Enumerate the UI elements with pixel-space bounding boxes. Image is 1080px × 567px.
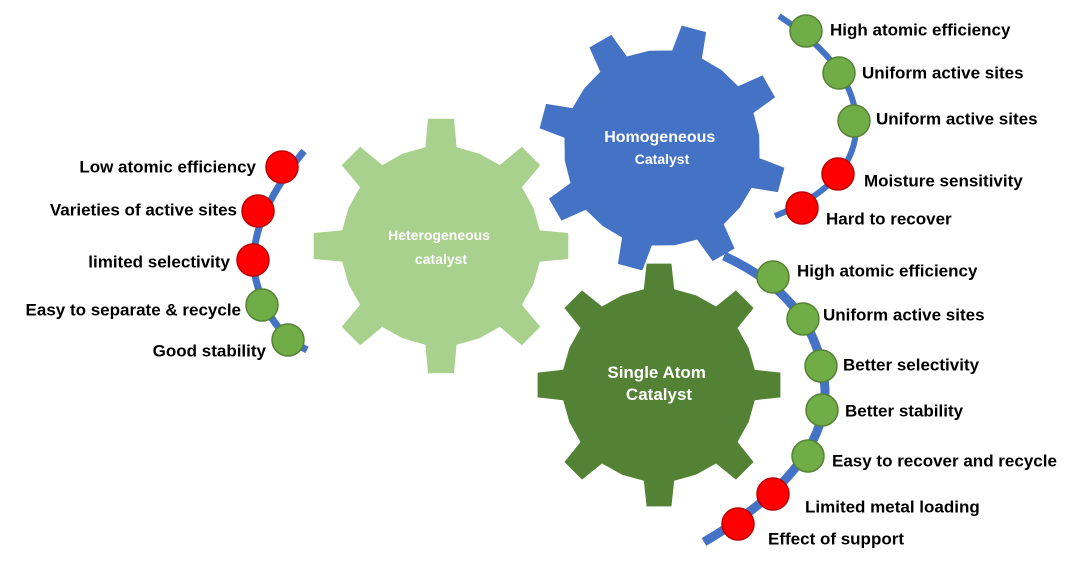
property-label: Uniform active sites [823,305,985,324]
single-atom-gear [537,263,781,507]
single-atom-title-line2: Catalyst [626,385,692,404]
heterogeneous-gear [313,118,569,374]
homogeneous-gear-group: Homogeneous Catalyst [539,25,785,271]
property-bead [756,477,790,511]
single-atom-title-line1: Single Atom [607,363,706,382]
property-label: Good stability [153,341,267,360]
homogeneous-title-line1: Homogeneous [604,129,715,146]
property-label: Easy to recover and recycle [832,451,1057,470]
property-label: Low atomic efficiency [79,157,256,176]
property-label: High atomic efficiency [830,20,1011,39]
property-bead [271,323,305,357]
property-bead [721,507,755,541]
single-atom-properties: High atomic efficiency Uniform active si… [721,260,1057,548]
heterogeneous-title-line2: catalyst [415,251,467,267]
property-bead [786,302,820,336]
property-label: Effect of support [768,529,904,548]
property-bead [805,393,839,427]
property-bead [236,243,270,277]
property-label: High atomic efficiency [797,261,978,280]
property-bead [785,191,819,225]
homogeneous-gear-title: Homogeneous Catalyst [604,129,720,167]
heterogeneous-gear-group: Heterogeneous catalyst [313,118,569,374]
heterogeneous-title-line1: Heterogeneous [388,227,490,243]
property-label: Better selectivity [843,355,980,374]
property-bead [804,349,838,383]
property-bead [265,150,299,184]
property-bead [789,14,823,48]
property-label: Uniform active sites [876,109,1038,128]
property-label: limited selectivity [88,252,230,271]
heterogeneous-properties: Low atomic efficiency Varieties of activ… [26,150,305,360]
property-label: Moisture sensitivity [864,171,1023,190]
property-bead [837,104,871,138]
property-bead [245,288,279,322]
property-label: Limited metal loading [805,497,980,516]
property-label: Better stability [845,401,964,420]
single-atom-gear-group: Single Atom Catalyst [537,263,781,507]
homogeneous-properties: High atomic efficiency Uniform active si… [785,14,1038,228]
property-bead [822,56,856,90]
property-bead [241,194,275,228]
homogeneous-gear [539,25,785,271]
homogeneous-title-line2: Catalyst [635,151,690,167]
property-label: Uniform active sites [862,63,1024,82]
property-label: Hard to recover [826,209,952,228]
property-bead [821,157,855,191]
property-label: Easy to separate & recycle [26,300,241,319]
heterogeneous-gear-title: Heterogeneous catalyst [388,227,494,267]
single-atom-gear-title: Single Atom Catalyst [607,363,710,404]
property-label: Varieties of active sites [50,200,237,219]
property-bead [756,260,790,294]
property-bead [791,439,825,473]
